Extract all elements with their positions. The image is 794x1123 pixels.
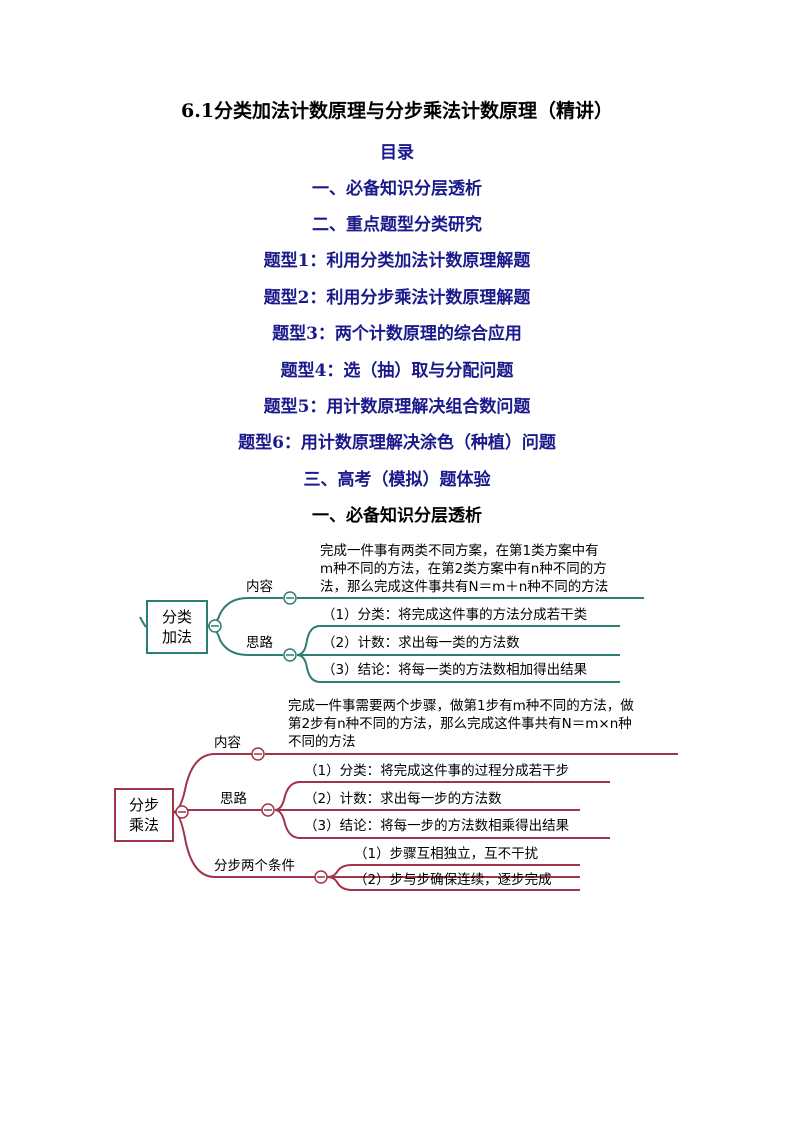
map1-lines [139,597,644,683]
map2-condition-2: （2）步与步确保连续，逐步完成 [354,872,552,888]
map2-content-line-1: 完成一件事需要两个步骤，做第1步有m种不同的方法，做 [288,698,634,714]
map1-root[interactable]: 分类加法 [146,600,208,654]
map1-content-line-1: 完成一件事有两类不同方案，在第1类方案中有 [320,543,599,559]
map2-condition-1: （1）步骤互相独立，互不干扰 [354,846,539,862]
toc-item-1[interactable]: 一、必备知识分层透析 [312,179,482,199]
map1-root-label: 分类加法 [161,608,192,646]
map1-content-line-2: m种不同的方法，在第2类方案中有n种不同的方 [320,561,607,577]
map1-branch-content[interactable]: 内容 [246,579,273,595]
map2-branch-conditions[interactable]: 分步两个条件 [214,858,295,874]
map2-collapse-icons [175,747,328,884]
map2-content-line-2: 第2步有n种不同的方法，那么完成这件事共有N＝m×n种 [288,716,632,732]
toc-item-7[interactable]: 题型5：用计数原理解决组合数问题 [263,397,531,417]
toc-item-8[interactable]: 题型6：用计数原理解决涂色（种植）问题 [238,433,556,453]
map2-thinking-2: （2）计数：求出每一步的方法数 [304,791,502,807]
toc-item-2[interactable]: 二、重点题型分类研究 [312,215,482,235]
map2-root-label: 分步乘法 [128,796,159,834]
map1-collapse-icons [208,591,297,662]
toc-item-9[interactable]: 三、高考（模拟）题体验 [303,470,491,490]
map1-content-line-3: 法，那么完成这件事共有N＝m＋n种不同的方法 [320,579,609,595]
map2-branch-content[interactable]: 内容 [214,735,241,751]
map1-thinking-1: （1）分类：将完成这件事的方法分成若干类 [322,607,588,623]
map2-root[interactable]: 分步乘法 [114,788,174,842]
map1-branch-thinking[interactable]: 思路 [246,635,273,651]
map2-thinking-3: （3）结论：将每一步的方法数相乘得出结果 [304,818,570,834]
toc-item-4[interactable]: 题型2：利用分步乘法计数原理解题 [263,288,531,308]
page-title: 6.1分类加法计数原理与分步乘法计数原理（精讲） [180,100,614,122]
map1-thinking-2: （2）计数：求出每一类的方法数 [322,635,520,651]
map2-branch-thinking[interactable]: 思路 [220,791,247,807]
toc-item-3[interactable]: 题型1：利用分类加法计数原理解题 [263,251,531,271]
toc-heading[interactable]: 目录 [380,143,414,163]
section-heading: 一、必备知识分层透析 [312,506,482,526]
toc-item-5[interactable]: 题型3：两个计数原理的综合应用 [272,324,522,344]
map2-content-line-3: 不同的方法 [288,734,356,750]
map2-thinking-1: （1）分类：将完成这件事的过程分成若干步 [304,763,570,779]
map1-thinking-3: （3）结论：将每一类的方法数相加得出结果 [322,662,588,678]
toc-item-6[interactable]: 题型4：选（抽）取与分配问题 [280,361,514,381]
